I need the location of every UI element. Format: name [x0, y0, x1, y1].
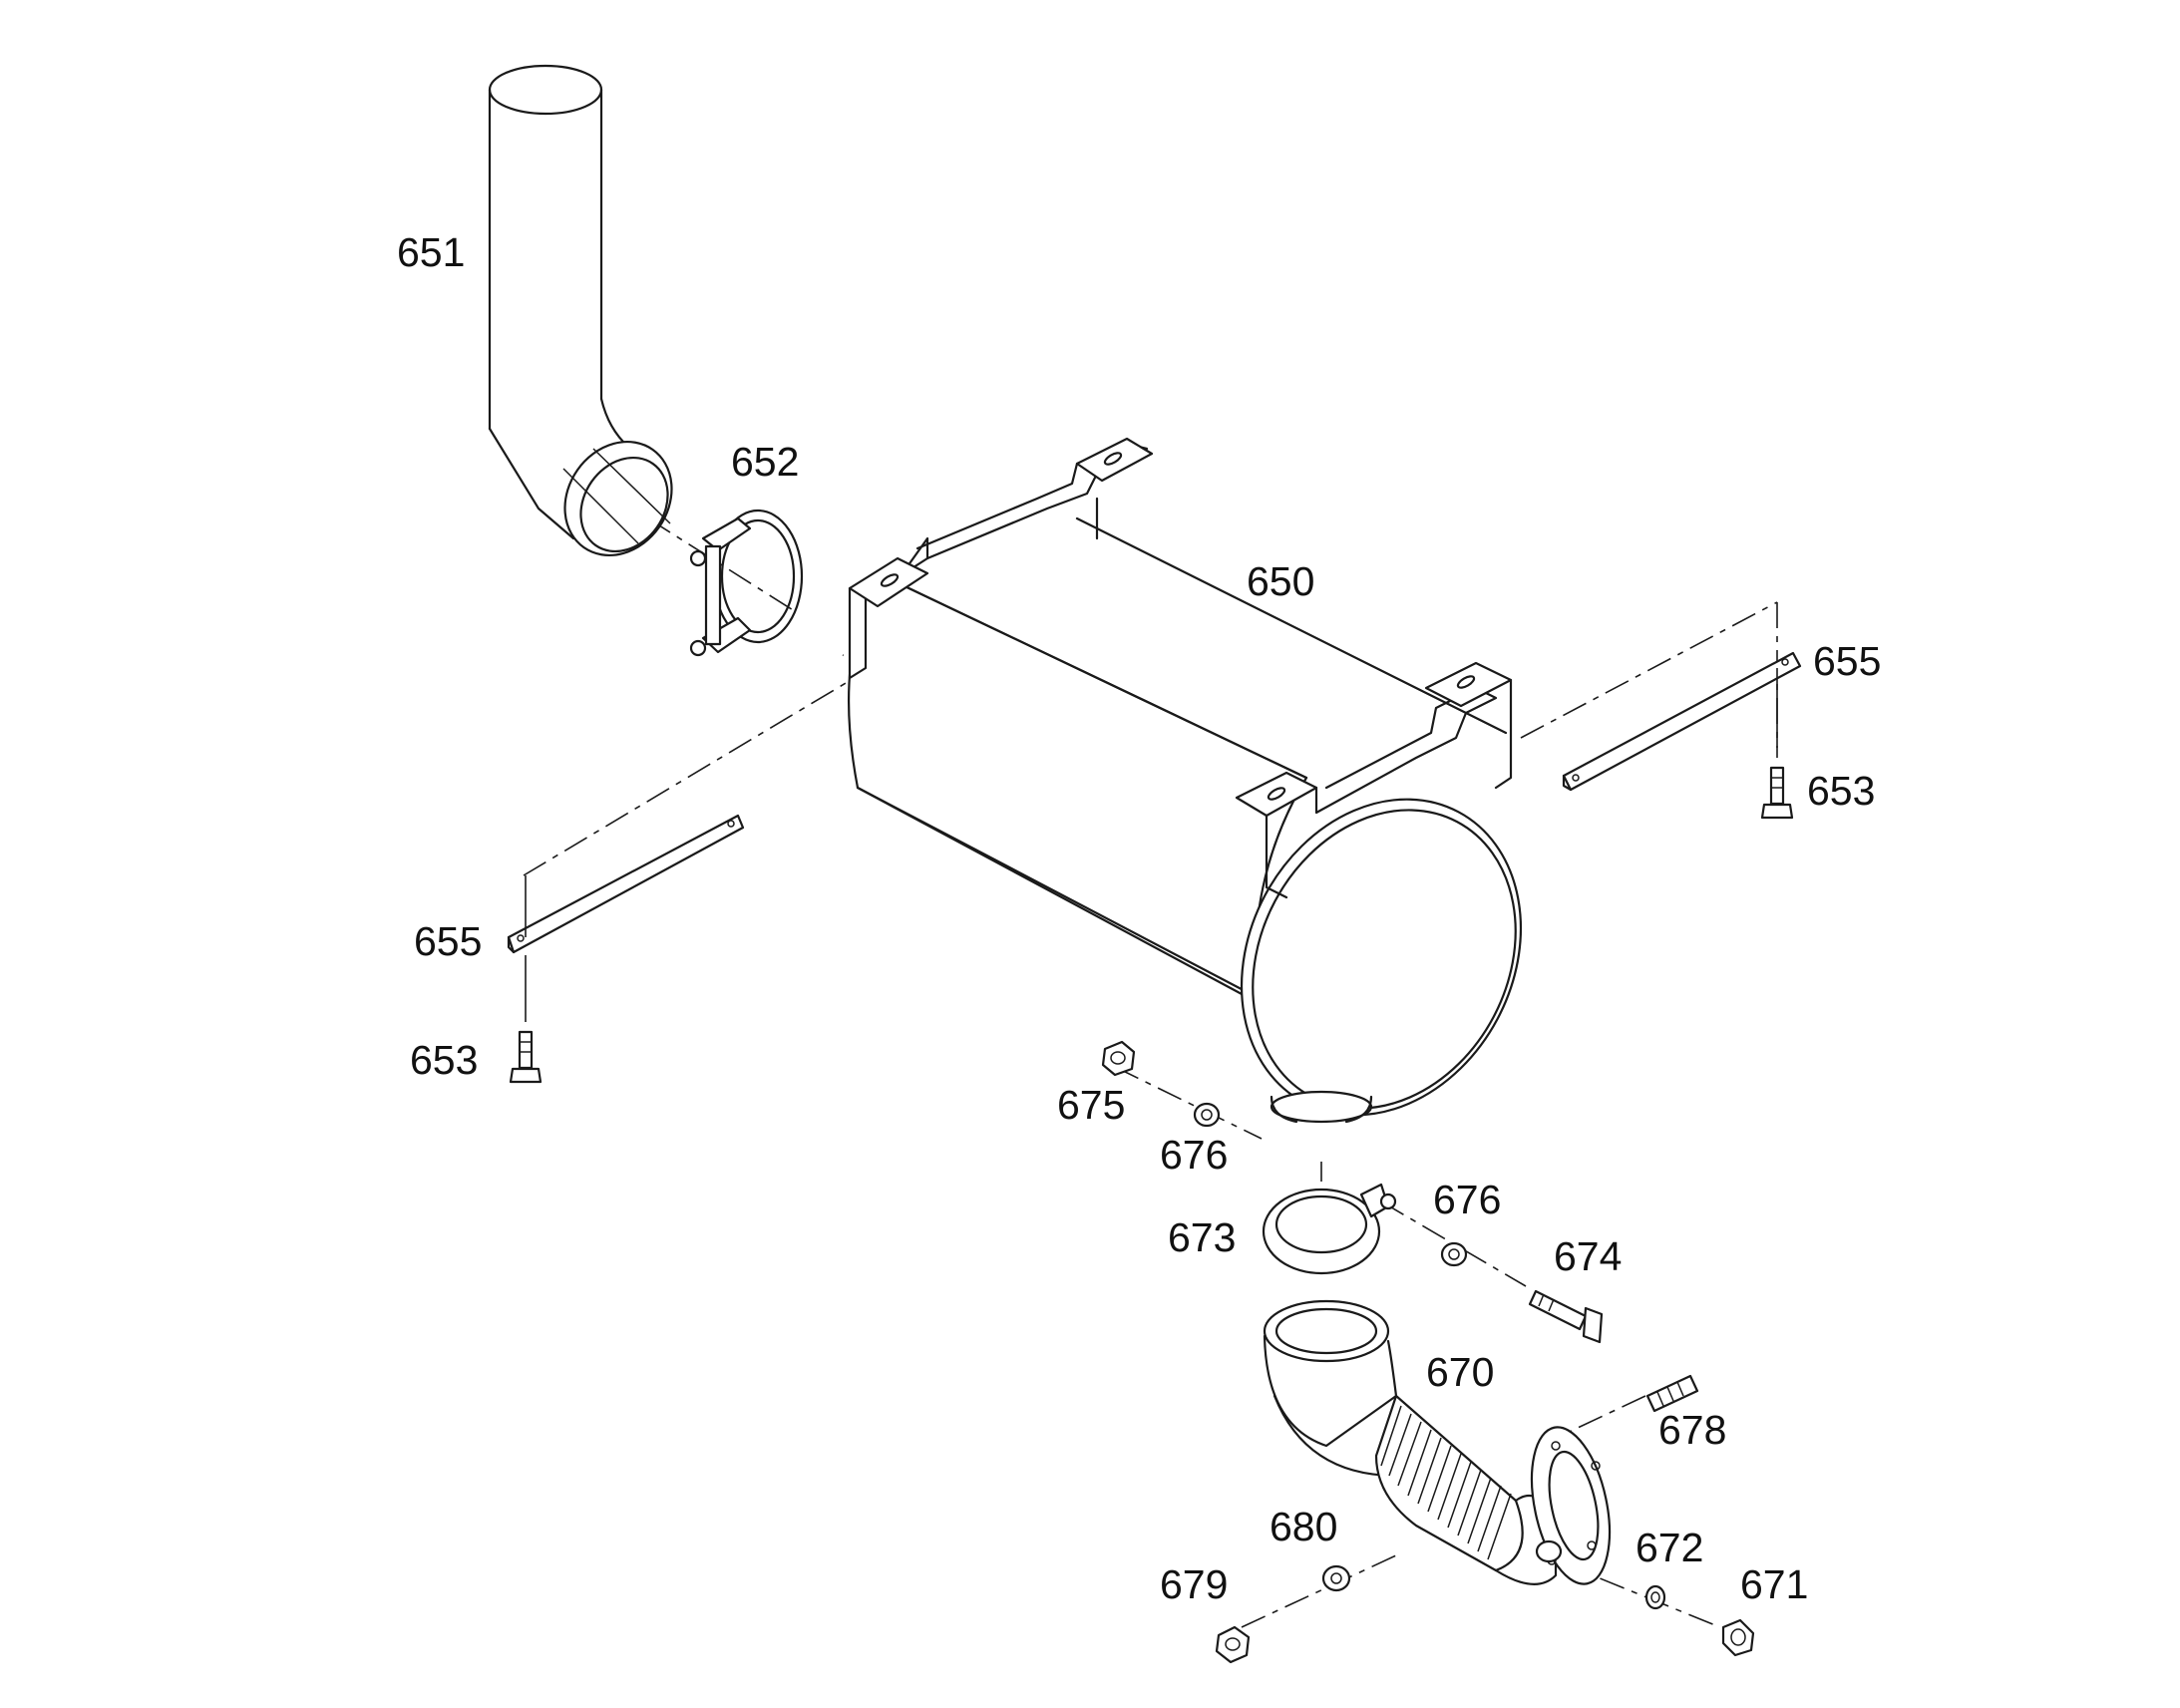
washer-680 — [1321, 1564, 1351, 1592]
nut-679 — [1215, 1625, 1251, 1664]
washer-676-right — [1440, 1241, 1468, 1267]
strap-655-left — [507, 814, 745, 1022]
bolt-653-right — [1760, 766, 1794, 820]
clamp-652 — [689, 509, 804, 657]
callout-674: 674 — [1554, 1233, 1622, 1279]
callout-676-right: 676 — [1433, 1177, 1501, 1222]
stud-678 — [1645, 1374, 1699, 1413]
callout-650: 650 — [1247, 558, 1314, 604]
callout-679: 679 — [1160, 1561, 1228, 1607]
bolt-653-left — [509, 1030, 543, 1084]
callout-651: 651 — [397, 229, 465, 275]
callout-653-left: 653 — [410, 1037, 478, 1083]
callout-670: 670 — [1426, 1349, 1494, 1395]
vband-clamp-673 — [1262, 1183, 1397, 1275]
callout-671: 671 — [1740, 1561, 1808, 1607]
callout-655-left: 655 — [414, 918, 482, 964]
callout-labels: 651 652 650 655 653 655 653 675 676 676 … — [397, 229, 1881, 1607]
callout-652: 652 — [731, 439, 799, 485]
callout-676-top: 676 — [1160, 1132, 1228, 1178]
callout-655-right: 655 — [1813, 638, 1881, 684]
strap-655-right — [1562, 651, 1802, 792]
plug-671 — [1721, 1618, 1755, 1657]
callout-678: 678 — [1658, 1407, 1726, 1453]
nut-675 — [1101, 1040, 1136, 1077]
callout-680: 680 — [1270, 1504, 1337, 1549]
callout-672: 672 — [1635, 1525, 1703, 1570]
muffler-650 — [848, 437, 1523, 1124]
washer-672 — [1644, 1584, 1666, 1610]
tail-pipe-651 — [488, 64, 673, 557]
callout-675: 675 — [1057, 1082, 1125, 1128]
flex-pipe-670 — [1263, 1299, 1612, 1585]
washer-676-top — [1193, 1102, 1221, 1128]
bolt-674 — [1528, 1289, 1604, 1344]
callout-673: 673 — [1168, 1214, 1236, 1260]
callout-653-right: 653 — [1807, 768, 1875, 814]
